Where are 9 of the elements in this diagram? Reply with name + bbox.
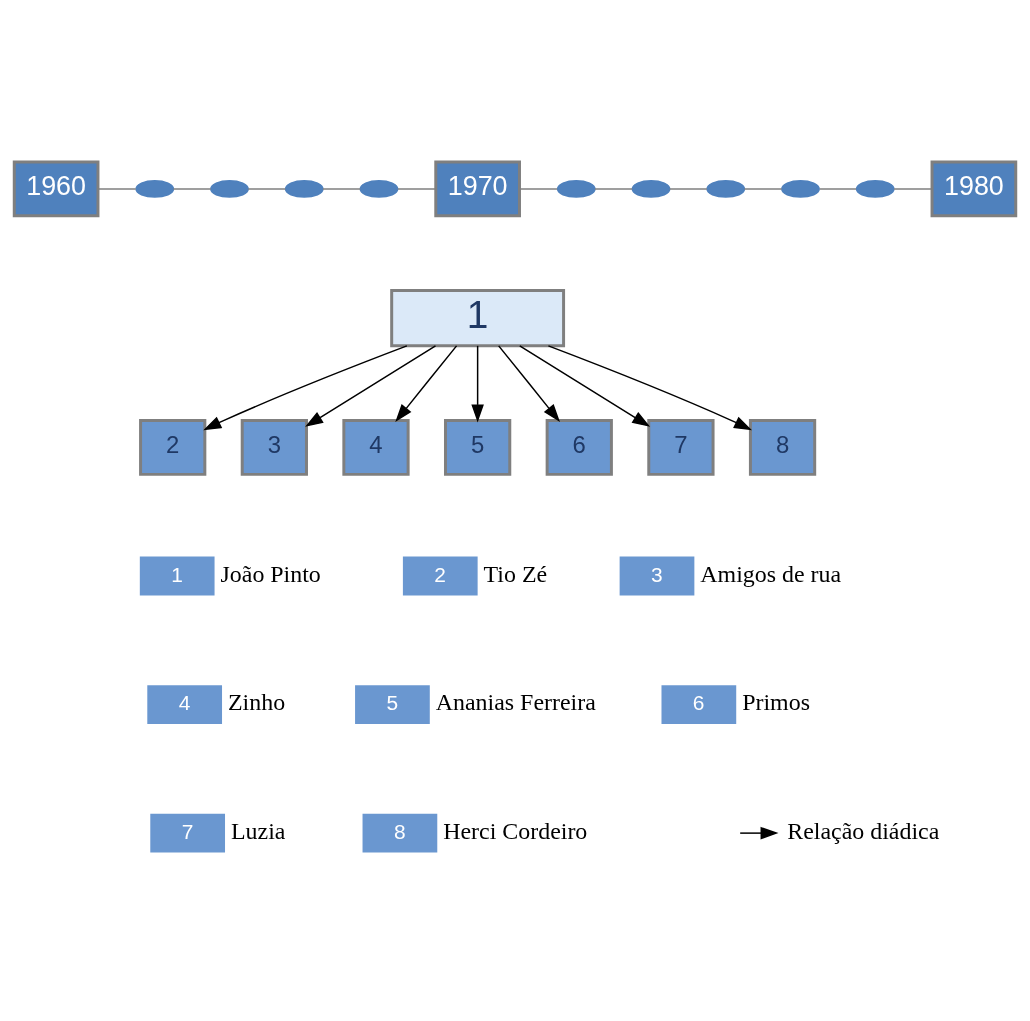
node-label: Primos xyxy=(742,688,810,715)
node-label: Tio Zé xyxy=(483,560,548,587)
node-label: Zinho xyxy=(228,688,286,715)
legend-label: Relação diádica xyxy=(787,817,940,844)
node-label: Luzia xyxy=(231,817,286,844)
node-label: Herci Cordeiro xyxy=(443,817,588,844)
node-label: Ananias Ferreira xyxy=(435,688,596,715)
node-label: Amigos de rua xyxy=(700,560,842,587)
node-label: João Pinto xyxy=(220,560,321,587)
